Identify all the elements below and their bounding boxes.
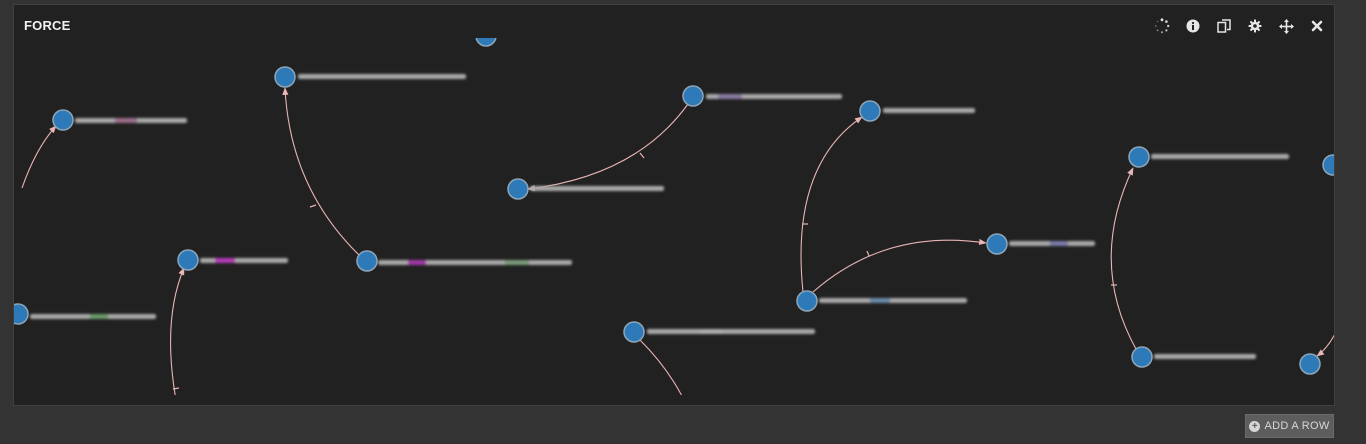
edge-tick [866,250,870,257]
graph-node[interactable] [356,250,378,272]
panel-title: FORCE [24,18,71,33]
copy-icon[interactable] [1215,17,1233,35]
force-panel: FORCE [13,4,1335,406]
graph-edge [282,87,361,257]
graph-node[interactable] [1299,353,1321,375]
graph-node[interactable] [52,109,74,131]
loading-spinner-icon[interactable] [1153,17,1171,35]
info-icon[interactable] [1184,17,1202,35]
graph-edge [800,116,863,293]
graph-edge [1110,167,1137,350]
graph-node[interactable] [1322,154,1343,176]
graph-node[interactable] [8,303,29,325]
graph-node[interactable] [1131,346,1153,368]
settings-gear-icon[interactable] [1246,17,1264,35]
graph-node[interactable] [507,178,529,200]
graph-node[interactable] [796,290,818,312]
graph-node[interactable] [1128,146,1150,168]
edge-tick [172,387,180,390]
graph-edge [21,125,57,189]
add-row-button[interactable]: + ADD A ROW [1245,414,1334,438]
graph-edge [170,267,185,395]
graph-edge [639,339,682,395]
plus-circle-icon: + [1249,420,1261,432]
graph-node[interactable] [623,321,645,343]
graph-node[interactable] [986,233,1008,255]
graph-edge [527,103,689,192]
graph-node[interactable] [475,26,497,47]
graph-node[interactable] [274,66,296,88]
edge-tick [309,204,317,208]
graph-node[interactable] [859,100,881,122]
edge-tick [639,152,645,159]
move-icon[interactable] [1277,17,1295,35]
graph-edge [812,238,987,293]
graph-node[interactable] [177,249,199,271]
graph-node[interactable] [682,85,704,107]
graph-edge [1316,334,1334,357]
panel-toolbar [1153,17,1326,35]
obscured-labels [30,74,1289,359]
close-icon[interactable] [1308,17,1326,35]
add-row-label: ADD A ROW [1264,420,1330,432]
